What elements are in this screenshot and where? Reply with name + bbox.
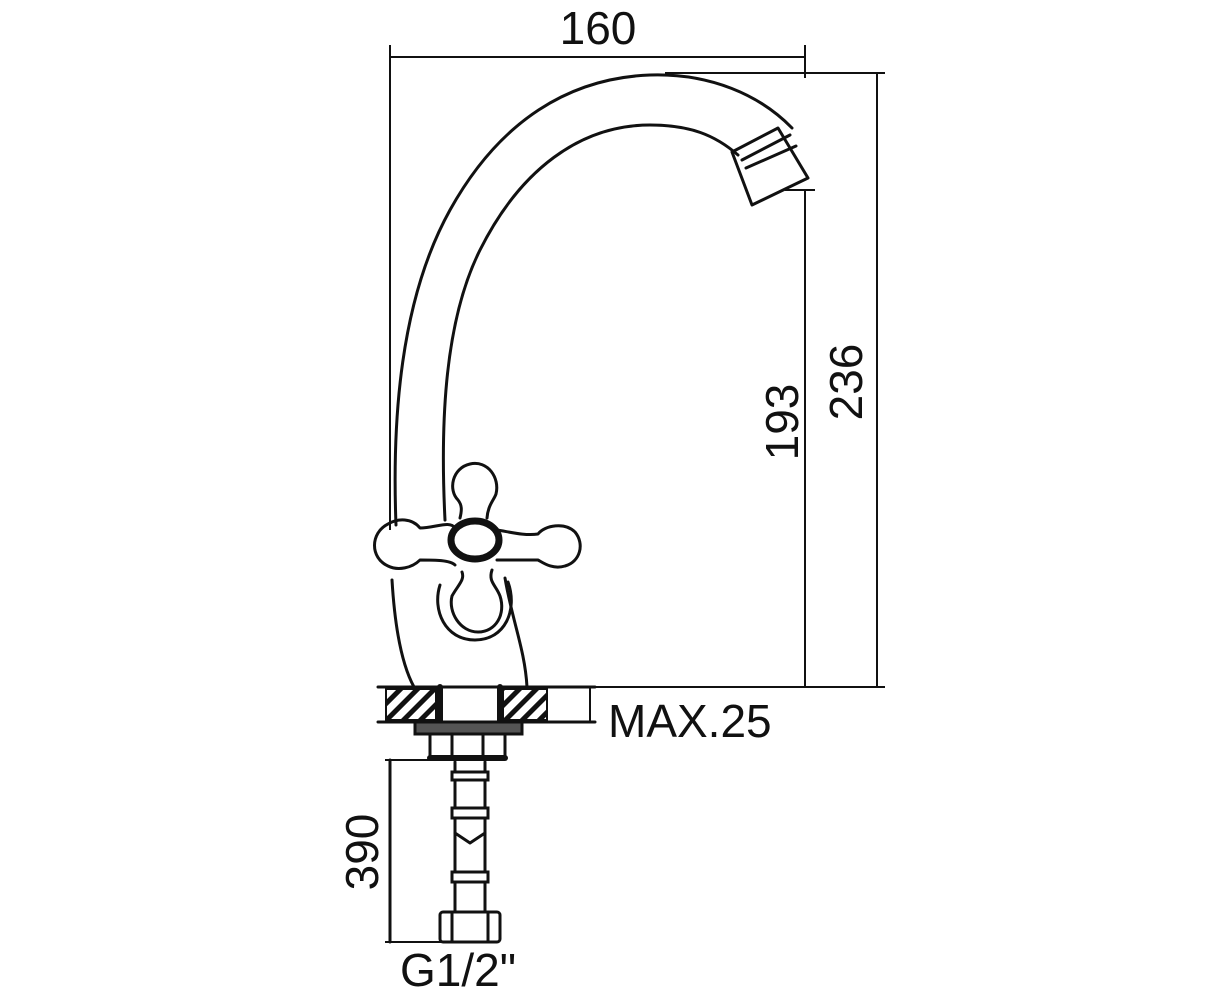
dimension-total-height-label: 236 <box>820 344 872 421</box>
mounting-nut <box>413 720 524 761</box>
dimension-spout-height: 193 <box>756 189 815 687</box>
spout <box>393 73 810 527</box>
flex-hose <box>438 760 502 944</box>
aerator-nozzle <box>730 126 810 207</box>
dimension-width: 160 <box>389 2 806 530</box>
connection-thread-label: G1/2" <box>400 944 516 996</box>
cross-handle <box>373 461 582 642</box>
dimension-hose-length: 390 <box>336 758 445 944</box>
dimension-width-label: 160 <box>560 2 637 54</box>
handle-cap <box>447 517 503 563</box>
dimension-total-height: 236 <box>545 72 885 688</box>
hose-fitting <box>438 910 502 944</box>
countertop-section <box>376 684 597 725</box>
dimension-hose-length-label: 390 <box>336 814 388 891</box>
dimension-spout-height-label: 193 <box>756 384 808 461</box>
faucet-body <box>390 576 529 689</box>
countertop-max-label: MAX.25 <box>608 695 772 747</box>
